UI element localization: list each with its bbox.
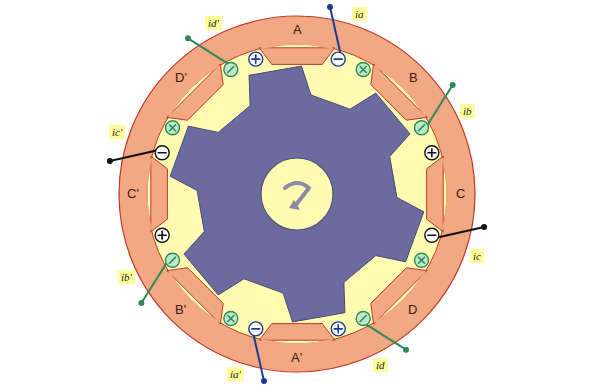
terminal-dot (261, 378, 267, 384)
coil-conductor (425, 146, 439, 160)
phase-current-label: ia' (227, 367, 244, 381)
terminal-dot (327, 4, 333, 10)
coil-lead (141, 263, 166, 302)
stator-yoke (119, 16, 475, 372)
phase-current-label: ib' (118, 270, 135, 284)
coil-conductor (356, 63, 370, 77)
coil-conductor (166, 121, 180, 135)
phase-current-label: id' (205, 16, 222, 30)
current-direction-mark (228, 67, 234, 73)
terminal-dot (450, 82, 456, 88)
current-direction-mark (228, 315, 234, 321)
current-direction-mark (170, 125, 176, 131)
coil-lead (188, 38, 227, 63)
pole-joint (262, 340, 333, 344)
current-direction-mark (228, 315, 234, 321)
phase-current-label: ia (352, 7, 367, 21)
stator-pole (371, 268, 427, 324)
coil-lead (366, 325, 405, 350)
pole-joint (146, 159, 150, 230)
current-direction-mark (161, 231, 163, 239)
coil-lead (110, 151, 156, 161)
current-direction-mark (170, 257, 176, 263)
current-direction-mark (418, 257, 424, 263)
coil-conductor (414, 121, 428, 135)
pole-label: C (456, 187, 465, 201)
current-direction-mark (252, 328, 260, 330)
phase-current-label: ic (470, 249, 484, 263)
coil-lead (428, 85, 453, 124)
coil-lead (330, 7, 340, 53)
coil-conductor (224, 63, 238, 77)
coil-conductor (166, 253, 180, 267)
coil-conductor (155, 146, 169, 160)
coil-conductor (249, 322, 263, 336)
coil-lead (254, 336, 264, 382)
current-direction-mark (360, 67, 366, 73)
terminal-dot (403, 347, 409, 353)
rotor (170, 66, 424, 322)
phase-current-label: id (373, 358, 388, 372)
pole-label: D' (175, 71, 187, 85)
current-direction-mark (418, 125, 424, 131)
pole-label: A (293, 23, 302, 37)
stator-pole (151, 156, 168, 232)
pole-label: D (408, 303, 417, 317)
stator-pole (259, 48, 335, 65)
current-direction-mark (418, 257, 424, 263)
coil-conductor (155, 228, 169, 242)
stator-pole (259, 324, 335, 341)
coil-conductor (224, 311, 238, 325)
coil-conductor (249, 52, 263, 66)
current-direction-mark (428, 234, 436, 236)
current-direction-mark (255, 55, 257, 63)
pole-joint (262, 43, 333, 47)
coil-conductor (331, 52, 345, 66)
coil-conductor (356, 311, 370, 325)
current-direction-mark (431, 149, 433, 157)
rotation-arrow-head (289, 200, 300, 210)
pole-label: A' (291, 351, 302, 365)
coil-lead (439, 227, 485, 237)
current-direction-mark (334, 58, 342, 60)
pole-label: B' (175, 303, 186, 317)
pole-joint (375, 272, 425, 322)
pole-joint (443, 159, 447, 230)
stator-pole (427, 156, 444, 232)
current-direction-mark (360, 315, 366, 321)
phase-current-label: ic' (109, 125, 125, 139)
coil-conductor (425, 228, 439, 242)
coil-conductor (414, 253, 428, 267)
rotor-shaft (261, 158, 333, 230)
terminal-dot (185, 35, 191, 41)
phase-current-label: ib (460, 104, 475, 118)
pole-label: B (409, 71, 418, 85)
terminal-dot (481, 224, 487, 230)
current-direction-mark (360, 67, 366, 73)
coil-conductor (331, 322, 345, 336)
pole-joint (169, 66, 219, 116)
current-direction-mark (337, 325, 339, 333)
rotation-arrow (285, 183, 309, 206)
pole-label: C' (127, 187, 139, 201)
stator-slot-area (147, 44, 447, 344)
stator-pole (167, 64, 223, 120)
terminal-dot (107, 158, 113, 164)
terminal-dot (138, 300, 144, 306)
current-direction-mark (158, 152, 166, 154)
current-direction-mark (170, 125, 176, 131)
